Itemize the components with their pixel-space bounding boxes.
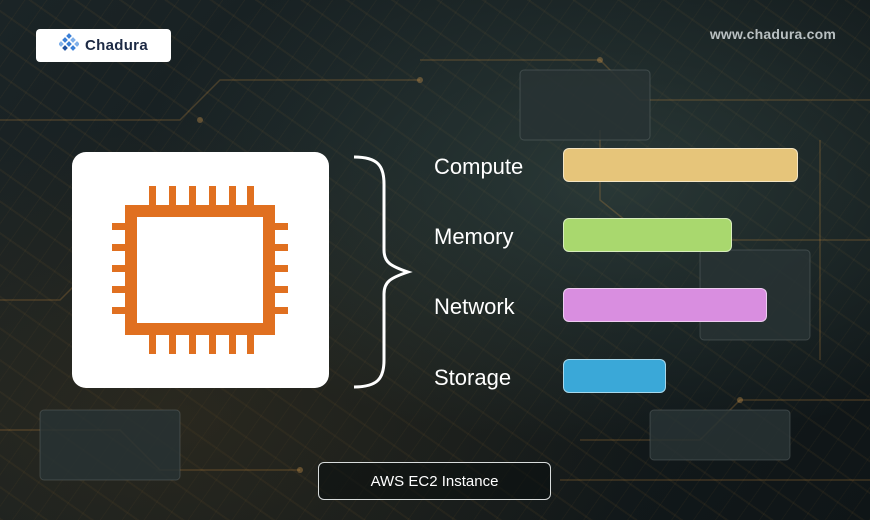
- aws-ec2-instance-button[interactable]: AWS EC2 Instance: [318, 462, 551, 500]
- diamond-grid-icon: [58, 33, 80, 58]
- curly-brace: [353, 155, 413, 389]
- logo-text: Chadura: [85, 37, 148, 54]
- cpu-chip-icon: [112, 186, 288, 354]
- compute-bar: [563, 148, 798, 182]
- memory-bar: [563, 218, 732, 252]
- website-url[interactable]: www.chadura.com: [709, 26, 836, 42]
- network-bar: [563, 288, 767, 322]
- storage-label: Storage: [434, 365, 512, 390]
- memory-label: Memory: [434, 224, 514, 249]
- network-label: Network: [434, 294, 515, 319]
- ec2-chip-card: [72, 152, 329, 388]
- aws-ec2-instance-label: AWS EC2 Instance: [370, 472, 499, 490]
- compute-label: Compute: [434, 154, 524, 179]
- storage-bar: [563, 359, 666, 393]
- chadura-logo[interactable]: Chadura: [36, 29, 171, 62]
